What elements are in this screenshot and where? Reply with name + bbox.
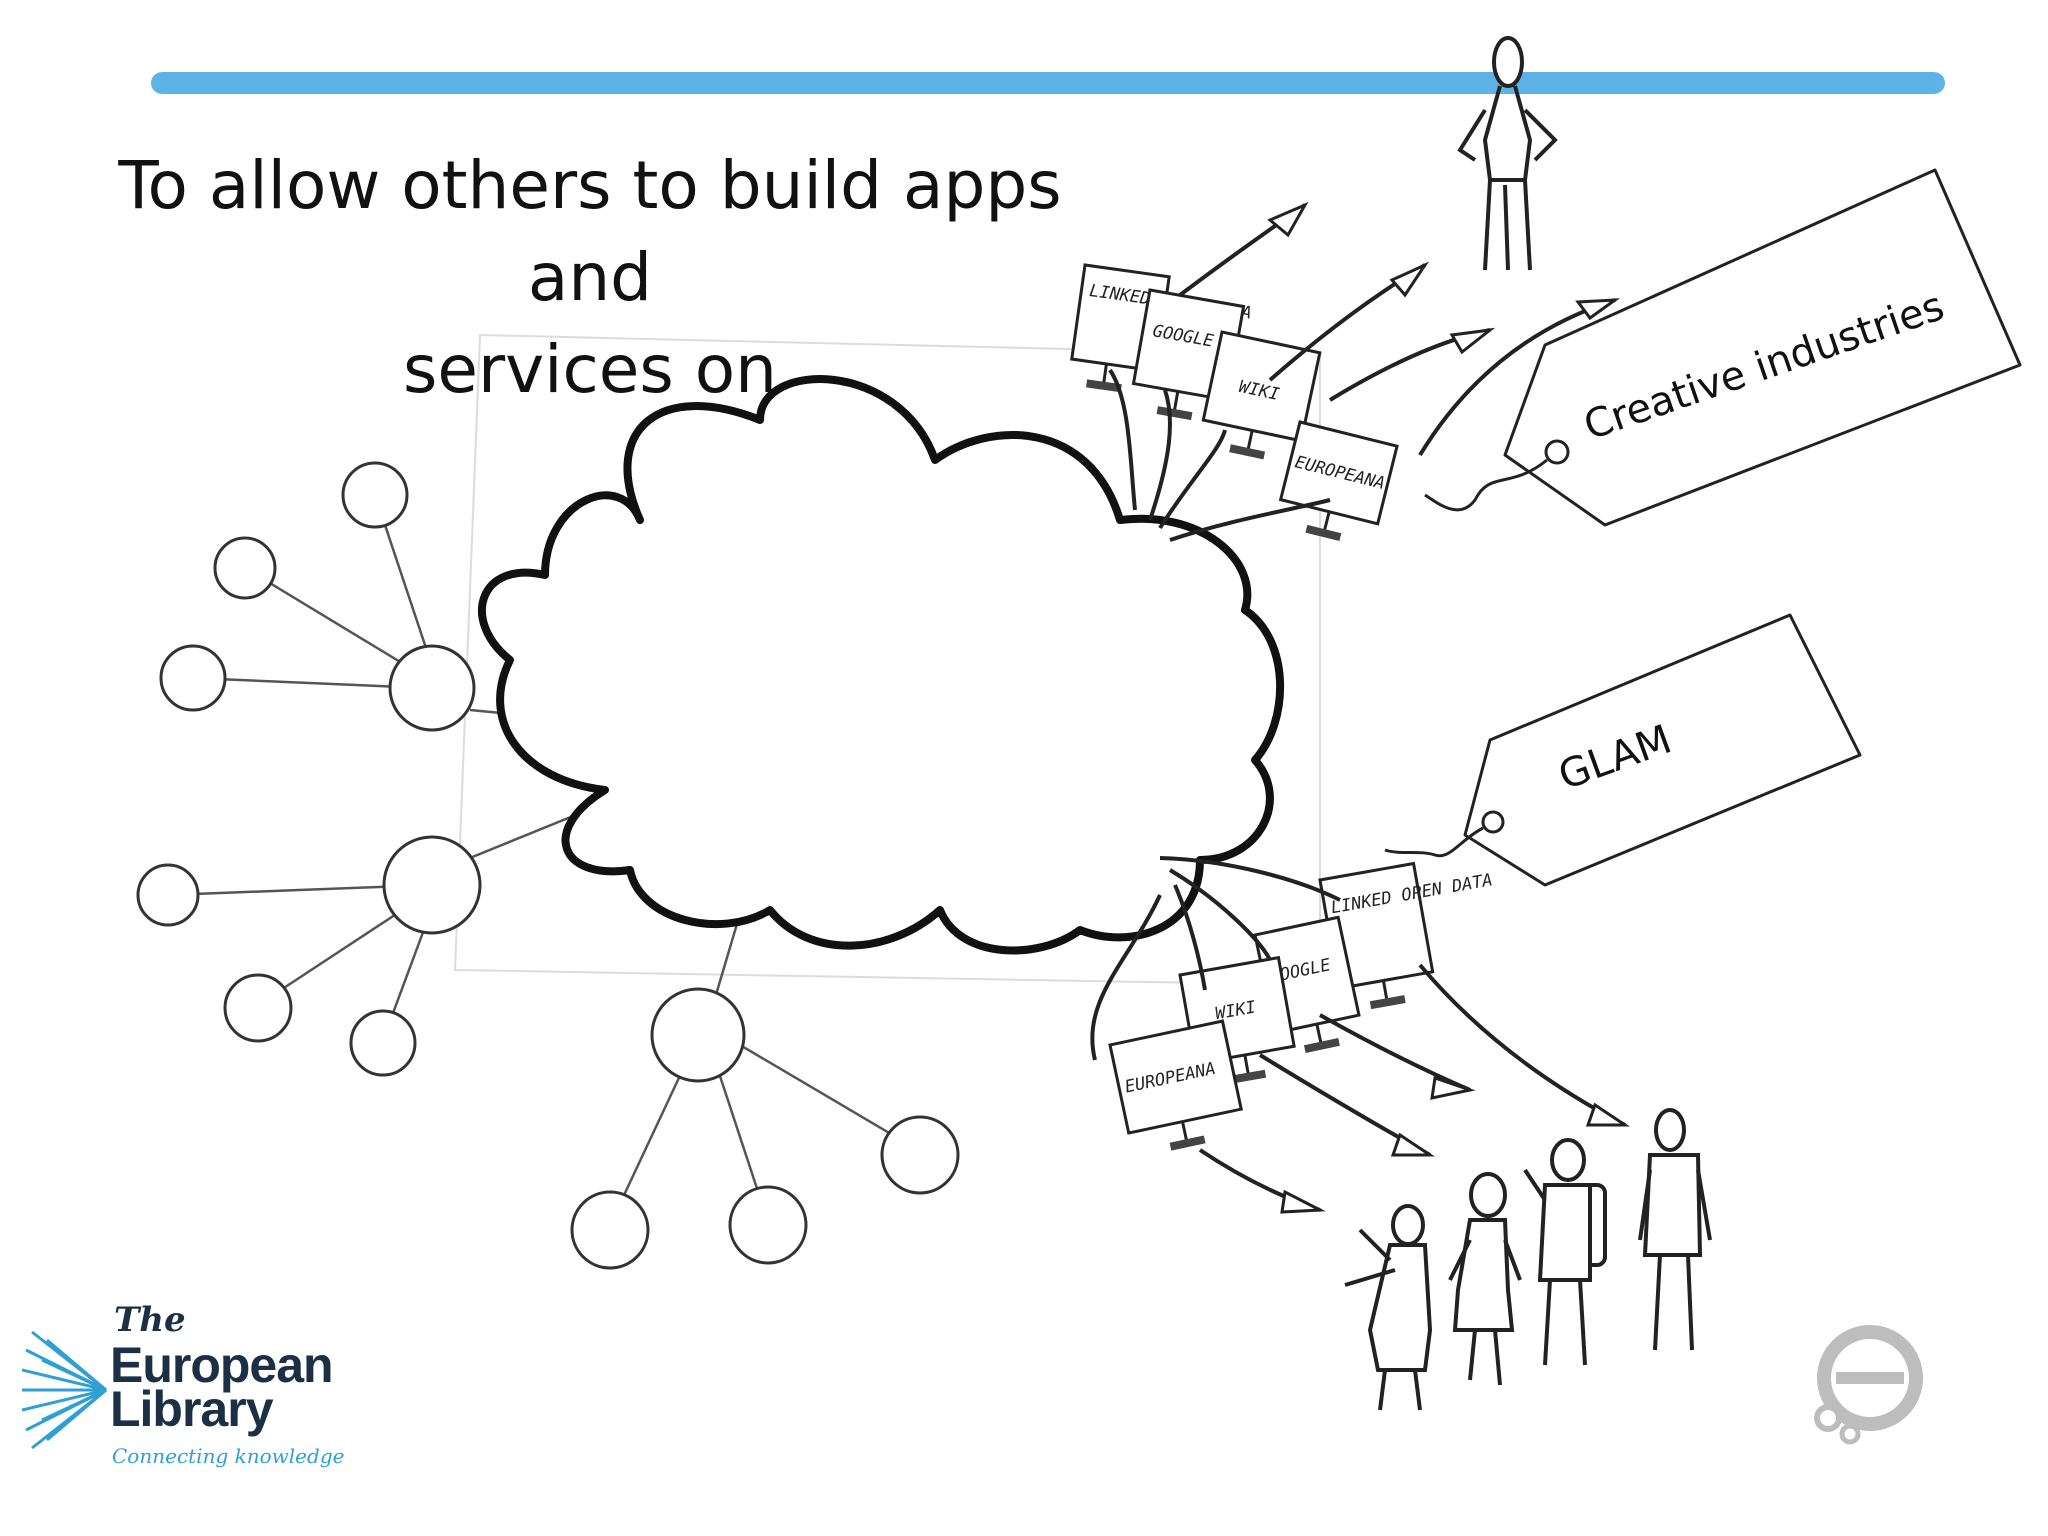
- tag-creative-industries: Creative industries: [1424, 168, 2022, 527]
- screen-europeana: EUROPEANA: [1278, 420, 1399, 542]
- person-figure-3: [1523, 1138, 1607, 1366]
- e-logo-icon: [1814, 1325, 1923, 1445]
- node: [382, 835, 482, 935]
- node: [650, 987, 746, 1083]
- node: [213, 536, 277, 600]
- logo-tagline: Connecting knowledge: [112, 1444, 345, 1468]
- european-library-logo: The European Library Connecting knowledg…: [22, 1300, 352, 1490]
- node: [223, 973, 293, 1043]
- arrowheads-top: [1267, 201, 1621, 355]
- screen-wiki: WIKI: [1201, 330, 1322, 460]
- logo-the: The: [114, 1300, 186, 1340]
- person-figure-4: [1638, 1108, 1712, 1351]
- node: [136, 863, 200, 927]
- node: [349, 1009, 417, 1077]
- node: [341, 461, 409, 529]
- logo-word-library: Library: [110, 1381, 274, 1437]
- arrowheads-bottom: [1280, 1075, 1630, 1214]
- slide-title-line1: To allow others to build apps and: [118, 147, 1062, 316]
- person-top-figure: [1457, 36, 1558, 271]
- fan-icon: [22, 1330, 107, 1450]
- node: [388, 644, 476, 732]
- cloud: [478, 375, 1284, 955]
- screen-europeana-b: EUROPEANA: [1108, 1019, 1243, 1151]
- slide-title-line2: services on: [403, 331, 777, 408]
- person-figure-1: [1344, 1204, 1433, 1411]
- tag-glam: GLAM: [1384, 613, 1862, 887]
- slide-title: To allow others to build apps and servic…: [60, 140, 1120, 416]
- logo-word-european: European: [110, 1337, 334, 1393]
- person-figure-2: [1448, 1172, 1522, 1386]
- screens-bottom: LINKED OPEN DATA GOOGLE WIKI EUROPEANA: [1108, 861, 1494, 1151]
- people-group: [1344, 1108, 1712, 1411]
- screen-linked-open-data-b: LINKED OPEN DATA: [1318, 861, 1494, 1010]
- node: [570, 1190, 650, 1270]
- node: [728, 1185, 808, 1265]
- node: [880, 1115, 960, 1195]
- screens-top: LINKED OPEN DATA GOOGLE WIKI EUROPEANA: [1070, 263, 1399, 542]
- node: [159, 644, 227, 712]
